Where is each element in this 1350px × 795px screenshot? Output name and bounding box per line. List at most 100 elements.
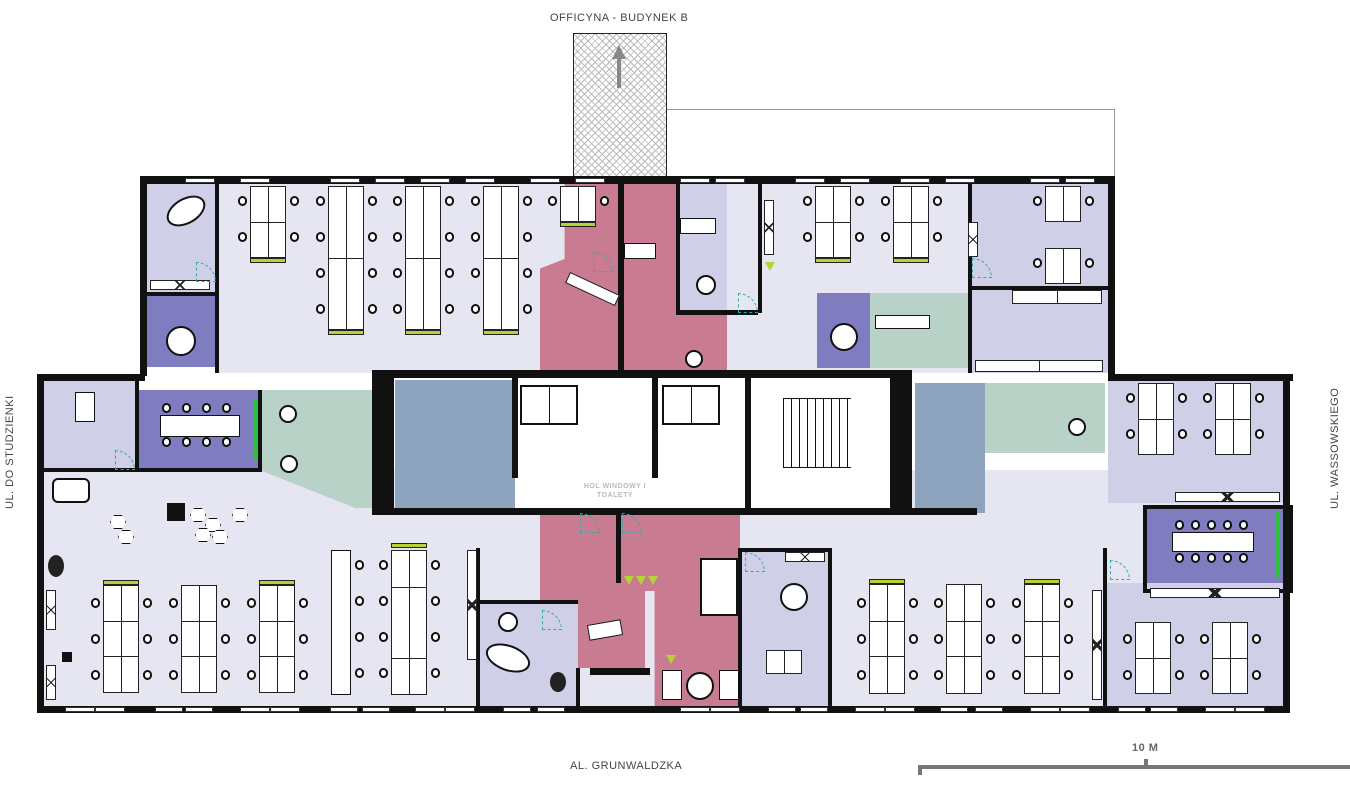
lounge-coffee-table-manager <box>696 275 716 295</box>
toilets-east[interactable] <box>915 383 985 513</box>
wall-north-west-lower <box>37 374 145 381</box>
window-n2 <box>240 178 270 183</box>
window-s2 <box>95 707 125 712</box>
chair <box>445 232 454 242</box>
window-n7 <box>530 178 560 183</box>
planter <box>560 222 596 227</box>
chair <box>299 670 308 680</box>
chair <box>523 268 532 278</box>
chair <box>548 196 557 206</box>
window-n6 <box>465 178 495 183</box>
wall-core-top <box>372 370 912 378</box>
planter <box>328 330 364 335</box>
desk-row[interactable] <box>1012 290 1102 304</box>
arrow-shaft <box>617 58 621 88</box>
desk-row-single[interactable] <box>331 550 351 695</box>
scale-bar <box>918 765 1350 769</box>
desk-cluster[interactable] <box>1024 584 1060 694</box>
wall-south-notch-left <box>590 668 650 675</box>
chair <box>1085 258 1094 268</box>
desk-cluster[interactable] <box>391 550 427 695</box>
chair <box>316 232 325 242</box>
chair <box>803 232 812 242</box>
chair <box>316 268 325 278</box>
wall-meeting-south-left <box>738 548 742 708</box>
storage-cabinet <box>968 222 978 257</box>
wall-meeting-south-right <box>828 548 832 708</box>
chair <box>379 632 388 642</box>
desk-cluster[interactable] <box>893 186 929 258</box>
desk-cluster[interactable] <box>1135 622 1171 694</box>
desk-cluster[interactable] <box>1045 186 1081 222</box>
chair <box>803 196 812 206</box>
chair <box>162 437 171 447</box>
desk-cluster[interactable] <box>560 186 596 222</box>
hex-seat <box>205 518 221 532</box>
wall-lounge-left <box>476 548 480 708</box>
chair <box>1123 670 1132 680</box>
desk-cluster[interactable] <box>103 585 139 693</box>
chair <box>1207 553 1216 563</box>
window-s12 <box>537 707 565 712</box>
planter <box>391 543 427 548</box>
chair <box>238 232 247 242</box>
chair <box>857 670 866 680</box>
chair <box>1191 553 1200 563</box>
desk-cluster[interactable] <box>815 186 851 258</box>
meeting-room-south-middle[interactable] <box>742 550 830 708</box>
window-s11 <box>503 707 531 712</box>
desk-cluster[interactable] <box>250 186 286 258</box>
chair <box>1239 553 1248 563</box>
chair <box>162 403 171 413</box>
window-n14 <box>945 178 975 183</box>
desk-cluster[interactable] <box>869 584 905 694</box>
chair <box>523 304 532 314</box>
desk-cluster[interactable] <box>1212 622 1248 694</box>
desk-cluster[interactable] <box>1215 383 1251 455</box>
desk-cluster[interactable] <box>766 650 802 674</box>
desk-cluster[interactable] <box>181 585 217 693</box>
chair <box>986 598 995 608</box>
chair <box>1064 598 1073 608</box>
chair <box>857 598 866 608</box>
desk-cluster[interactable] <box>1045 248 1081 284</box>
desk-cluster[interactable] <box>405 186 441 330</box>
desk-row[interactable] <box>975 360 1103 372</box>
window-n9 <box>680 178 710 183</box>
desk-cluster[interactable] <box>1138 383 1174 455</box>
wall-meeting-south-top <box>740 548 830 552</box>
wall-west-office-right <box>135 378 139 470</box>
desk-cluster[interactable] <box>483 186 519 330</box>
chair <box>143 670 152 680</box>
window-s22 <box>1060 707 1090 712</box>
wall-south-lounge-right <box>576 668 580 710</box>
chair <box>471 268 480 278</box>
chair <box>1223 520 1232 530</box>
private-office-se[interactable] <box>1105 583 1285 710</box>
coffee-table-lounge <box>498 612 518 632</box>
desk-cluster[interactable] <box>259 585 295 693</box>
bistro-table <box>279 405 297 423</box>
hex-seat <box>232 508 248 522</box>
toilets-west[interactable] <box>395 380 515 510</box>
window-s18 <box>885 707 915 712</box>
desk-cluster[interactable] <box>946 584 982 694</box>
chair <box>247 598 256 608</box>
desk-cluster[interactable] <box>328 186 364 330</box>
kitchen-north[interactable] <box>870 293 970 368</box>
kitchen-east[interactable] <box>985 383 1105 453</box>
chair <box>1203 393 1212 403</box>
chair <box>222 437 231 447</box>
chair <box>1064 634 1073 644</box>
wall-manager-office-left <box>676 183 680 313</box>
chair <box>368 304 377 314</box>
whiteboard-east <box>1276 512 1279 577</box>
chair <box>238 196 247 206</box>
chair <box>1200 670 1209 680</box>
wall-nw-partition <box>145 292 217 296</box>
street-bottom-label: AL. GRUNWALDZKA <box>570 760 683 772</box>
stair-treads <box>783 398 851 468</box>
annex-connector <box>573 33 667 177</box>
chair <box>1191 520 1200 530</box>
chair <box>316 196 325 206</box>
